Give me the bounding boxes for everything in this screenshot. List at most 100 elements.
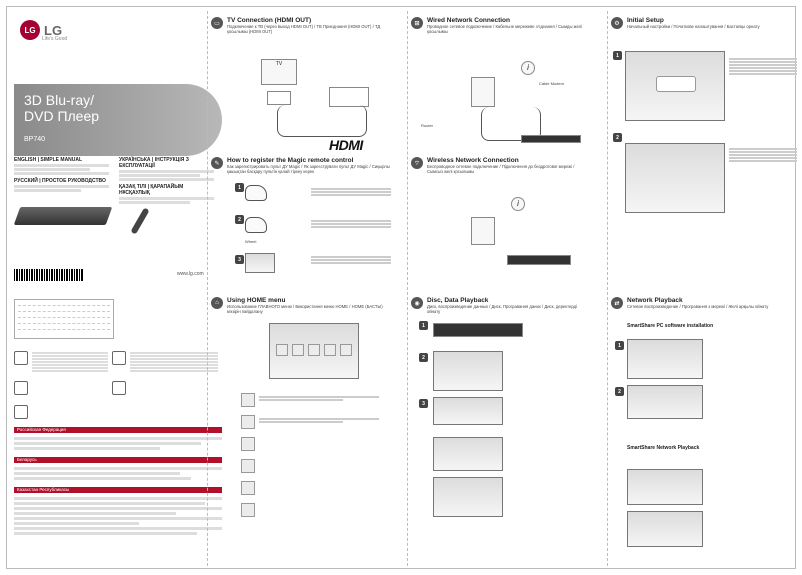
tv-connection-subtitle: Подключение к ТВ (через выход HDMI OUT) … — [227, 24, 381, 34]
product-title-line1: 3D Blu-ray/ — [24, 92, 95, 108]
wireless-network-title: Wireless Network Connection — [427, 157, 519, 164]
bin-icon — [112, 351, 126, 365]
hdmi-port-left — [267, 91, 291, 105]
russia-heading: Российская Федерация — [14, 427, 222, 433]
wired-network-subtitle: Проводное сетевое подключение / Кабельне… — [427, 24, 583, 34]
tv-icon: ▭ — [211, 17, 223, 29]
disc-browse-screen-2 — [433, 437, 503, 471]
lg-logo: LG LG — [20, 20, 62, 40]
bluray-player-illustration — [13, 207, 113, 225]
wired-network-title: Wired Network Connection — [427, 17, 511, 24]
panel-wired-network: ⊞ Wired Network Connection Проводное сет… — [411, 17, 597, 147]
network-icon: ⊞ — [411, 17, 423, 29]
home-menu-screen — [269, 323, 359, 379]
spec-box — [14, 299, 114, 339]
smartshare-install-screen — [627, 339, 703, 379]
setup-screen-2 — [625, 143, 725, 213]
info-icon: i — [511, 197, 525, 211]
network-playback-subtitle: Сетевое воспроизведение / Програвання з … — [627, 304, 769, 309]
home-item-icon-1 — [241, 393, 255, 407]
smartshare-network-screen-2 — [627, 511, 703, 547]
home-item-icon-2 — [241, 415, 255, 429]
compliance-icons — [14, 343, 222, 423]
wifi-icon: ⌔ — [411, 157, 423, 169]
disc-player-illustration — [433, 323, 523, 337]
website-url: www.lg.com — [177, 271, 204, 277]
home-item-icon-4 — [241, 459, 255, 473]
smartshare-pc-screen — [627, 385, 703, 419]
disc-grid-screen — [433, 477, 503, 517]
panel-disc-playback: ◉ Disc, Data Playback Диск, воспроизведе… — [411, 297, 597, 427]
product-title-line2: DVD Плеер — [24, 108, 100, 124]
kazakhstan-heading: Казахстан Республикасы — [14, 487, 222, 493]
lang-kk-heading: ҚАЗАҚ ТІЛІ | ҚАРАПАЙЫМ НҰСҚАУЛЫҚ — [119, 184, 184, 196]
tv-illustration: TV — [261, 59, 297, 85]
player-back-illustration — [521, 135, 581, 143]
home-item-icon-6 — [241, 503, 255, 517]
remote-icon: ✎ — [211, 157, 223, 169]
remote-hand-2 — [245, 217, 267, 233]
wireless-player-illustration — [507, 255, 571, 265]
disc-browse-screen — [433, 397, 503, 425]
brand-tagline: Life's Good — [42, 36, 68, 42]
belarus-heading: Беларусь — [14, 457, 222, 463]
hdmi-logo: HDMI — [329, 137, 363, 153]
wheel-label: Wheel — [245, 239, 257, 244]
setup-screen-1 — [625, 51, 725, 121]
column-divider — [607, 11, 608, 566]
hdmi-port-right — [329, 87, 369, 107]
eac-icon — [14, 405, 28, 419]
disc-icon: ◉ — [411, 297, 423, 309]
initial-setup-subtitle: Начальный настройки / Початкове налаштув… — [627, 24, 760, 29]
wireless-network-subtitle: Беспроводное сетевое подключение / Підкл… — [427, 164, 575, 174]
product-title-band: 3D Blu-ray/ DVD Плеер BP740 — [14, 84, 222, 156]
network-playback-title: Network Playback — [627, 297, 683, 304]
lang-ru-heading: РУССКИЙ | ПРОСТОЕ РУКОВОДСТВО — [14, 178, 106, 184]
smartshare-pc-title: SmartShare PC software installation — [627, 323, 714, 329]
cover-section: LG LG Life's Good 3D Blu-ray/ DVD Плеер … — [14, 14, 222, 294]
tv-register-screen — [245, 253, 275, 273]
router-illustration — [471, 77, 495, 107]
magic-remote-title: How to register the Magic remote control — [227, 157, 354, 164]
recycle-icon — [14, 351, 28, 365]
panel-tv-connection: ▭ TV Connection (HDMI OUT) Подключение к… — [211, 17, 397, 153]
battery-icon — [14, 381, 28, 395]
panel-home-menu: ⌂ Using HOME menu Использование ГЛАВНОГО… — [211, 297, 397, 429]
setup-icon: ⚙ — [611, 17, 623, 29]
column-divider — [407, 11, 408, 566]
panel-wireless-network: ⌔ Wireless Network Connection Беспроводн… — [411, 157, 597, 287]
home-menu-subtitle: Использование ГЛАВНОГО меню / Використан… — [227, 304, 383, 314]
panel-initial-setup: ⚙ Initial Setup Начальный настройки / По… — [611, 17, 797, 147]
panel-network-playback: ⇄ Network Playback Сетевое воспроизведен… — [611, 297, 797, 427]
panel-magic-remote: ✎ How to register the Magic remote contr… — [211, 157, 397, 287]
lan-cable — [481, 107, 541, 141]
column-divider — [207, 11, 208, 566]
brand-name: LG — [44, 22, 63, 38]
disc-menu-screen — [433, 351, 503, 391]
hdmi-cable — [277, 105, 367, 137]
lang-en-heading: ENGLISH | SIMPLE MANUAL — [14, 157, 83, 163]
initial-setup-title: Initial Setup — [627, 17, 664, 24]
router-label: Router — [421, 123, 434, 128]
tv-label: TV — [275, 61, 283, 67]
cable-modem-label: Cable Modem — [539, 81, 564, 86]
lang-uk-heading: УКРАЇНСЬКА | ІНСТРУКЦІЯ З ЕКСПЛУАТАЦІЇ — [119, 157, 189, 169]
lg-logo-icon: LG — [20, 20, 40, 40]
bin-battery-icon — [112, 381, 126, 395]
manual-sheet: LG LG Life's Good 3D Blu-ray/ DVD Плеер … — [6, 6, 797, 569]
tv-connection-title: TV Connection (HDMI OUT) — [227, 17, 312, 24]
home-menu-title: Using HOME menu — [227, 297, 286, 304]
wireless-router-illustration — [471, 217, 495, 245]
home-item-icon-5 — [241, 481, 255, 495]
magic-remote-subtitle: Как зарегистрировать пульт ДУ Magic / Як… — [227, 164, 390, 174]
legal-info-block: Российская Федерация Беларусь Казахстан … — [14, 299, 222, 567]
remote-hand-1 — [245, 185, 267, 201]
info-icon: i — [521, 61, 535, 75]
model-number: BP740 — [24, 136, 46, 143]
smartshare-network-screen-1 — [627, 469, 703, 505]
home-item-icon-3 — [241, 437, 255, 451]
disc-playback-subtitle: Диск, воспроизведение данных / Диск, Про… — [427, 304, 577, 314]
disc-playback-title: Disc, Data Playback — [427, 297, 489, 304]
smartshare-network-title: SmartShare Network Playback — [627, 445, 700, 451]
barcode — [14, 269, 84, 281]
